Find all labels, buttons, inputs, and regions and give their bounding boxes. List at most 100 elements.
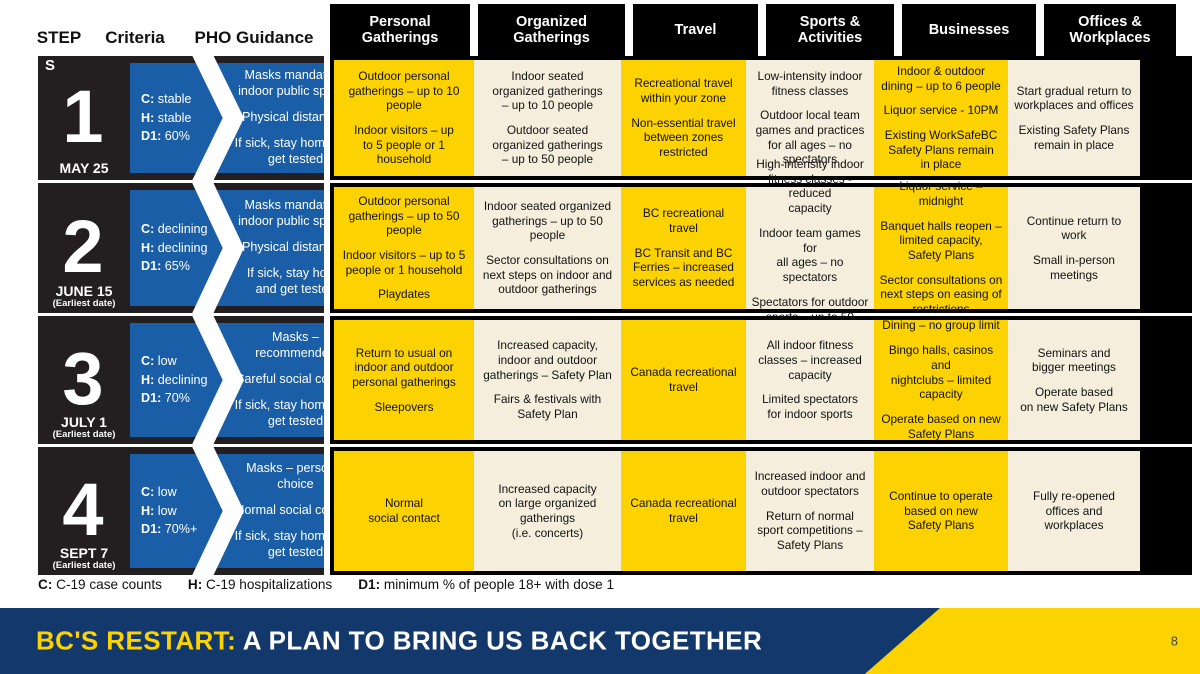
criteria-line: D1: 70%	[141, 389, 224, 408]
pho-guidance-box: Masks –recommendedCareful social contact…	[216, 323, 324, 437]
criteria-line: H: stable	[141, 109, 224, 128]
criteria-key: C:	[141, 91, 158, 106]
criteria-key: C:	[141, 221, 158, 236]
legend-key: D1:	[358, 577, 384, 592]
pho-guidance-column-header: PHO Guidance	[194, 28, 314, 47]
cell-text-block: Liquor service - 10PM	[883, 103, 999, 118]
criteria-column-header: Criteria	[105, 28, 165, 47]
criteria-line: C: low	[141, 352, 224, 371]
step-date: MAY 25	[59, 160, 109, 177]
legend-text: C-19 case counts	[56, 577, 162, 592]
step-number: 4	[62, 468, 103, 552]
criteria-key: D1:	[141, 391, 165, 406]
criteria-value: declining	[157, 372, 208, 387]
criteria-key: C:	[141, 353, 158, 368]
criteria-value: declining	[157, 240, 208, 255]
criteria-value: declining	[157, 221, 208, 236]
step-date: JULY 1(Earliest date)	[42, 415, 126, 440]
category-tab: Offices &Workplaces	[1044, 4, 1176, 56]
criteria-value: 65%	[164, 259, 191, 274]
criteria-key: D1:	[141, 522, 165, 537]
criteria-line: H: low	[141, 502, 224, 521]
step-date-note: (Earliest date)	[52, 298, 116, 310]
category-tab: Travel	[633, 4, 758, 56]
pho-guidance-line: Masks mandatory,indoor public spaces	[238, 198, 324, 229]
legend-item: D1: minimum % of people 18+ with dose 1	[358, 577, 614, 592]
legend-key: C:	[38, 577, 57, 592]
pho-guidance-line: Normal social contact	[235, 503, 324, 517]
criteria-line: H: declining	[141, 239, 224, 258]
criteria-value: stable	[157, 91, 192, 106]
criteria-value: low	[157, 484, 177, 499]
criteria-line: C: low	[141, 483, 224, 502]
page-number: 8	[1170, 633, 1178, 649]
pho-guidance-line: Masks – personalchoice	[246, 461, 324, 492]
footer-banner: BC'S RESTART: A PLAN TO BRING US BACK TO…	[0, 608, 1200, 674]
criteria-key: H:	[141, 503, 158, 518]
criteria-value: 70%	[164, 391, 191, 406]
criteria-key: H:	[141, 240, 158, 255]
criteria-key: H:	[141, 110, 158, 125]
pho-guidance-box: Masks mandatory,indoor public spacesPhys…	[216, 190, 324, 306]
cell-text-block: Dining – no group limit	[882, 318, 1000, 333]
cell-text-block: Liquor service – midnight	[899, 179, 983, 208]
legend-key: H:	[187, 577, 207, 592]
cell-text-block: Sleepovers	[374, 399, 434, 414]
pho-guidance-line: Physical distancing	[241, 240, 324, 254]
criteria-value: low	[157, 353, 177, 368]
